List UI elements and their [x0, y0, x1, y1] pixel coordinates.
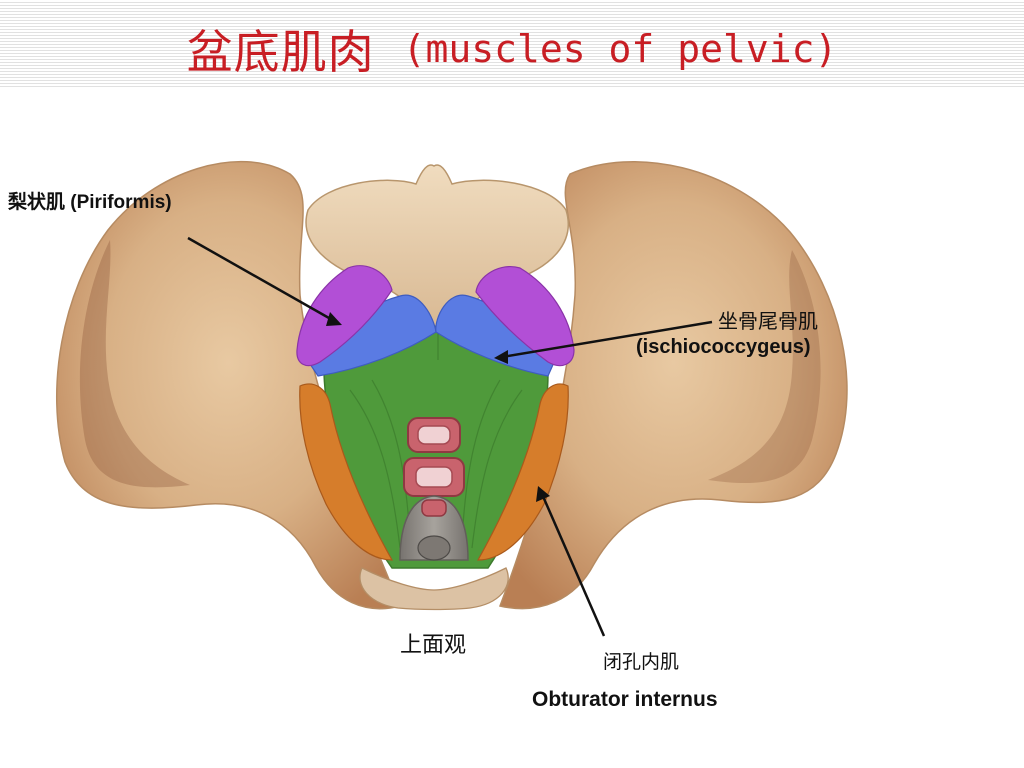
title-english: (muscles of pelvic)	[402, 27, 838, 71]
obturator-internus-label-en: Obturator internus	[532, 688, 718, 711]
obturator-arrow	[540, 493, 606, 637]
title-stripes	[0, 0, 1024, 88]
ischiococcygeus-arrow	[501, 320, 713, 359]
vagina	[403, 457, 465, 497]
piriformis-right	[475, 266, 575, 367]
urethra	[407, 417, 461, 453]
annotation-arrows	[187, 236, 713, 637]
obturator-internus-label-cn: 闭孔内肌	[603, 651, 680, 673]
pelvic-floor-diagram	[56, 160, 848, 637]
pubic-symphysis	[359, 567, 509, 611]
piriformis-left	[296, 265, 393, 367]
slide-title: 盆底肌肉 (muscles of pelvic)	[0, 12, 1024, 86]
piriformis-arrow	[187, 236, 337, 324]
obturator-internus-right	[476, 383, 569, 561]
superior-view-label: 上面观	[400, 633, 467, 658]
ischiococcygeus-arrowhead	[494, 350, 508, 364]
right-ilium-shadow	[708, 250, 821, 484]
title-chinese: 盆底肌肉	[186, 25, 375, 79]
obturator-arrowhead	[536, 486, 550, 502]
obturator-internus-left	[299, 383, 394, 561]
levator-ani-fibers	[349, 330, 523, 549]
piriformis-arrowhead	[326, 312, 342, 326]
rectum	[399, 495, 469, 561]
left-ilium-shadow	[79, 240, 190, 488]
ischiococcygeus-label-cn: 坐骨尾骨肌	[718, 309, 818, 333]
ischiococcygeus-label-en: (ischiococcygeus)	[636, 336, 811, 358]
piriformis-label: 梨状肌 (Piriformis)	[8, 192, 172, 213]
